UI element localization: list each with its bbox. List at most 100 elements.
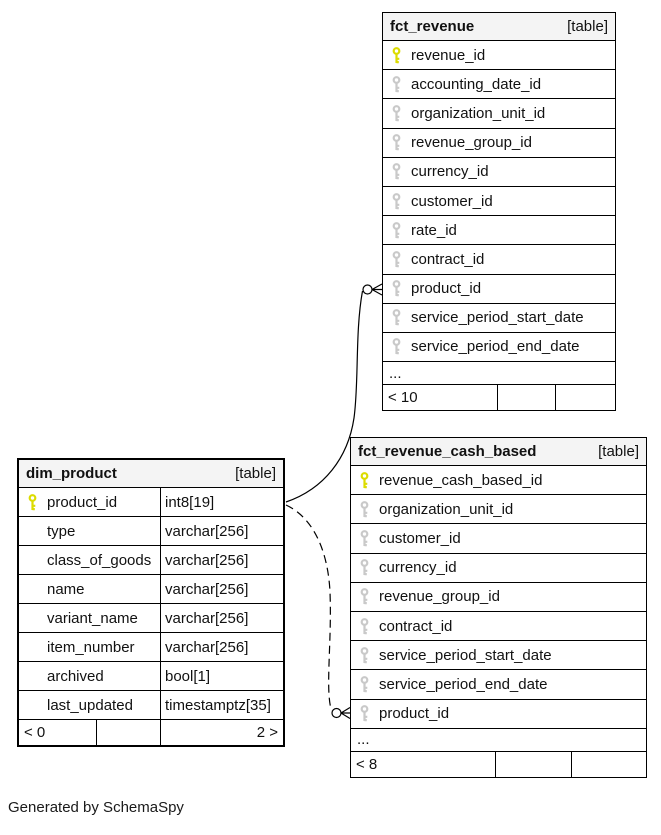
foreign-key-icon bbox=[383, 309, 411, 326]
foreign-key-icon bbox=[351, 500, 379, 518]
table-type-badge: [table] bbox=[235, 465, 276, 482]
column-name: revenue_group_id bbox=[379, 588, 500, 606]
table-name[interactable]: fct_revenue_cash_based bbox=[358, 443, 537, 460]
column-name: contract_id bbox=[411, 250, 485, 268]
column-name: customer_id bbox=[411, 192, 493, 210]
column-name: revenue_group_id bbox=[411, 134, 532, 152]
footer-outgoing-count: 2 > bbox=[160, 720, 283, 745]
foreign-key-icon bbox=[383, 338, 411, 355]
foreign-key-icon bbox=[383, 134, 411, 151]
column-name: service_period_end_date bbox=[411, 338, 580, 356]
foreign-key-icon bbox=[351, 530, 379, 547]
column-name: organization_unit_id bbox=[379, 500, 514, 518]
column-name: variant_name bbox=[47, 609, 138, 627]
column-row: revenue_id bbox=[383, 41, 615, 71]
column-row: currency_id bbox=[383, 158, 615, 187]
column-type: timestamptz[35] bbox=[160, 691, 283, 719]
foreign-key-icon bbox=[351, 676, 379, 693]
column-name: revenue_cash_based_id bbox=[379, 471, 543, 489]
column-row: service_period_end_date bbox=[351, 670, 646, 700]
foreign-key-icon bbox=[351, 588, 379, 605]
truncated-columns-indicator: ... bbox=[351, 729, 646, 752]
column-name-cell: archived bbox=[19, 662, 160, 690]
foreign-key-icon bbox=[383, 221, 411, 239]
column-row: revenue_group_id bbox=[351, 583, 646, 612]
truncated-columns-indicator: ... bbox=[383, 362, 615, 386]
column-name: product_id bbox=[411, 280, 482, 298]
column-name: item_number bbox=[47, 638, 135, 656]
column-row: rate_id bbox=[383, 216, 615, 246]
column-name: service_period_start_date bbox=[379, 646, 552, 664]
column-name: type bbox=[47, 522, 76, 540]
relationship-dim-product-to-fct-revenue-cash-based bbox=[285, 504, 351, 720]
column-name: customer_id bbox=[379, 529, 461, 547]
column-row: contract_id bbox=[351, 612, 646, 642]
table-type-badge: [table] bbox=[598, 443, 639, 460]
column-row: customer_id bbox=[351, 524, 646, 554]
column-row: service_period_start_date bbox=[383, 304, 615, 333]
column-name-cell: name bbox=[19, 575, 160, 603]
column-name: service_period_end_date bbox=[379, 675, 548, 693]
column-name: currency_id bbox=[411, 163, 489, 181]
column-row: accounting_date_id bbox=[383, 70, 615, 100]
column-row: item_number varchar[256] bbox=[19, 633, 283, 662]
table-type-badge: [table] bbox=[567, 18, 608, 35]
crow-foot-marker bbox=[340, 706, 351, 720]
column-type: int8[19] bbox=[160, 488, 283, 516]
foreign-key-icon bbox=[383, 192, 411, 210]
table-header[interactable]: fct_revenue [table] bbox=[383, 13, 615, 41]
table-header[interactable]: dim_product [table] bbox=[19, 460, 283, 488]
table-header[interactable]: fct_revenue_cash_based [table] bbox=[351, 438, 646, 466]
column-name: currency_id bbox=[379, 559, 457, 577]
column-name-cell: item_number bbox=[19, 633, 160, 661]
primary-key-icon bbox=[383, 46, 411, 64]
footer-outgoing-count bbox=[555, 385, 615, 411]
column-name: product_id bbox=[47, 493, 118, 511]
foreign-key-icon bbox=[383, 251, 411, 268]
foreign-key-icon bbox=[383, 105, 411, 122]
zero-or-one-circle-marker bbox=[362, 284, 373, 295]
table-footer: < 0 2 > bbox=[19, 720, 283, 745]
column-name: class_of_goods bbox=[47, 551, 152, 569]
table-name[interactable]: dim_product bbox=[26, 465, 117, 482]
column-row: product_id bbox=[383, 275, 615, 304]
column-name-cell: type bbox=[19, 517, 160, 545]
column-name-cell: product_id bbox=[19, 488, 160, 516]
column-name: name bbox=[47, 580, 85, 598]
footer-middle-cell bbox=[497, 385, 555, 411]
column-name: contract_id bbox=[379, 617, 453, 635]
relationship-line-dashed bbox=[285, 504, 333, 711]
footer-outgoing-count bbox=[571, 751, 646, 777]
column-row: product_id int8[19] bbox=[19, 488, 283, 517]
footer-incoming-count: < 0 bbox=[24, 724, 46, 741]
footer-incoming-count: < 10 bbox=[388, 389, 418, 407]
table-name[interactable]: fct_revenue bbox=[390, 18, 475, 35]
column-row: contract_id bbox=[383, 245, 615, 275]
primary-key-icon bbox=[19, 493, 47, 511]
column-name: product_id bbox=[379, 705, 450, 723]
column-name: archived bbox=[47, 667, 104, 685]
column-row: service_period_end_date bbox=[383, 333, 615, 363]
zero-or-one-circle-marker bbox=[331, 707, 342, 719]
column-name-cell: last_updated bbox=[19, 691, 160, 719]
table-node-fct-revenue-cash-based[interactable]: fct_revenue_cash_based [table] revenue_c… bbox=[350, 437, 647, 778]
foreign-key-icon bbox=[351, 646, 379, 664]
column-row: organization_unit_id bbox=[383, 99, 615, 129]
column-row: currency_id bbox=[351, 554, 646, 583]
column-row: product_id bbox=[351, 700, 646, 729]
footer-incoming-count: < 8 bbox=[356, 755, 378, 773]
column-row: organization_unit_id bbox=[351, 495, 646, 525]
column-type: varchar[256] bbox=[160, 633, 283, 661]
column-row: revenue_cash_based_id bbox=[351, 466, 646, 496]
column-list: revenue_cash_based_id organization_unit_i… bbox=[351, 466, 646, 729]
